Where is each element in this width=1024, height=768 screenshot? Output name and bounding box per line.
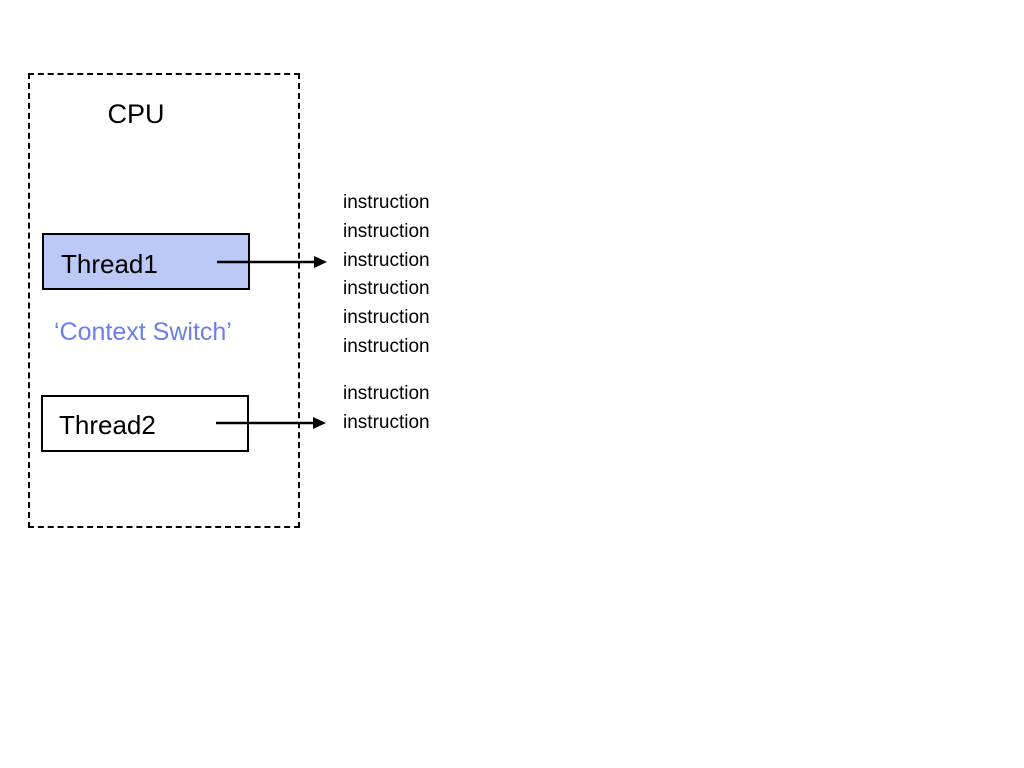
thread1-label: Thread1 — [61, 249, 158, 279]
instruction-item: instruction — [343, 278, 430, 300]
thread2-instruction-list: instruction instruction — [343, 380, 430, 438]
instruction-item: instruction — [343, 249, 430, 271]
thread1-box: Thread1 — [42, 233, 250, 290]
cpu-label: CPU — [107, 99, 165, 129]
thread1-instruction-list: instruction instruction instruction inst… — [343, 189, 430, 362]
instruction-item: instruction — [343, 383, 430, 404]
instruction-item: instruction — [343, 307, 430, 329]
instruction-item: instruction — [343, 220, 430, 242]
instruction-item: instruction — [343, 335, 430, 357]
cpu-container — [28, 73, 300, 528]
context-switch-label: ‘Context Switch’ — [54, 318, 232, 346]
instruction-item: instruction — [343, 411, 430, 433]
thread2-label: Thread2 — [59, 410, 156, 440]
instruction-item: instruction — [343, 192, 430, 213]
thread2-box: Thread2 — [41, 395, 249, 452]
